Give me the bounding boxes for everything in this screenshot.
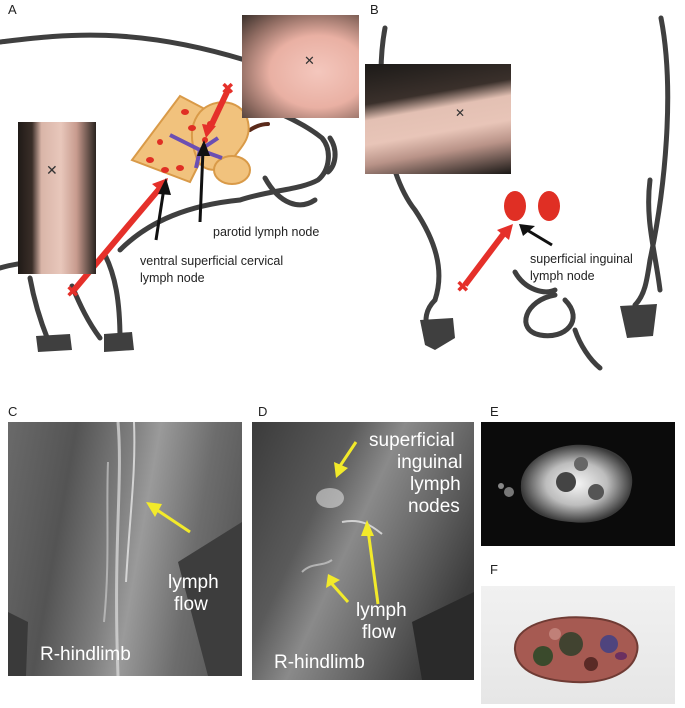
- injection-mark-hindlimb: ✕: [455, 106, 466, 120]
- label-lymph-flow-c-line2: flow: [174, 594, 208, 615]
- fluorescence-image-lymph-node: [481, 422, 675, 546]
- label-node-d-line1: superficial: [369, 430, 455, 451]
- panel-a-letter: A: [8, 2, 17, 17]
- inguinal-node-right: [538, 191, 560, 221]
- panel-e-letter: E: [490, 404, 499, 419]
- pig-eye: [248, 122, 270, 132]
- panel-b-letter: B: [370, 2, 379, 17]
- svg-text:✖: ✖: [456, 277, 469, 296]
- hoof-left: [420, 318, 455, 350]
- svg-text:✖: ✖: [66, 282, 79, 301]
- pig-head-illustration: ✖ ✖: [0, 32, 338, 352]
- photo-hindlimb-injection: ✕: [365, 64, 511, 174]
- inguinal-node-left: [504, 191, 526, 221]
- injection-arrow-hindlimb: ✖: [456, 224, 513, 296]
- label-inguinal-line1: superficial inguinal: [530, 252, 633, 266]
- arrow-parotid: [198, 149, 205, 223]
- label-lymph-flow-d-line1: lymph: [356, 600, 407, 621]
- label-cervical-line1: ventral superficial cervical: [140, 254, 284, 268]
- svg-text:✖: ✖: [221, 79, 234, 98]
- panel-f-letter: F: [490, 562, 498, 577]
- photo-leg-injection: ✕: [18, 122, 96, 274]
- photo-excised-lymph-node: [481, 586, 675, 704]
- hoof-right: [620, 304, 657, 338]
- lymph-vessel-traces: [8, 422, 242, 676]
- arrow-cervical: [154, 187, 166, 241]
- label-node-d-line3: lymph: [410, 474, 461, 495]
- label-cervical-line2: lymph node: [140, 271, 205, 285]
- panel-c-letter: C: [8, 404, 18, 419]
- arrow-inguinal: [526, 228, 553, 247]
- panel-d-letter: D: [258, 404, 268, 419]
- injection-mark: ✕: [46, 162, 58, 178]
- injection-arrow-ear: ✖: [202, 79, 234, 138]
- hoof-right: [104, 332, 134, 352]
- pig-rear-illustration: ✖: [378, 15, 671, 371]
- label-hindlimb-c: R-hindlimb: [40, 644, 131, 665]
- label-node-d-line2: inguinal: [397, 452, 463, 473]
- label-hindlimb-d: R-hindlimb: [274, 652, 365, 673]
- excised-node-tissue: [513, 616, 639, 684]
- photo-ear-injection: ✕: [242, 15, 359, 118]
- fluorescence-image-d: superficial inguinal lymph nodes lymph f…: [252, 422, 474, 680]
- lymph-node-traces: [301, 441, 474, 680]
- fluorescence-image-c: lymph flow R-hindlimb: [8, 422, 242, 676]
- excised-node-glow: [498, 444, 633, 523]
- label-node-d-line4: nodes: [408, 496, 460, 517]
- label-lymph-flow-d-line2: flow: [362, 622, 396, 643]
- hoof-left: [36, 334, 72, 352]
- label-lymph-flow-c-line1: lymph: [168, 572, 219, 593]
- label-parotid: parotid lymph node: [213, 225, 320, 239]
- injection-mark-ear: ✕: [304, 53, 315, 68]
- lymph-node-diagram: [130, 94, 251, 185]
- label-inguinal-line2: lymph node: [530, 269, 595, 283]
